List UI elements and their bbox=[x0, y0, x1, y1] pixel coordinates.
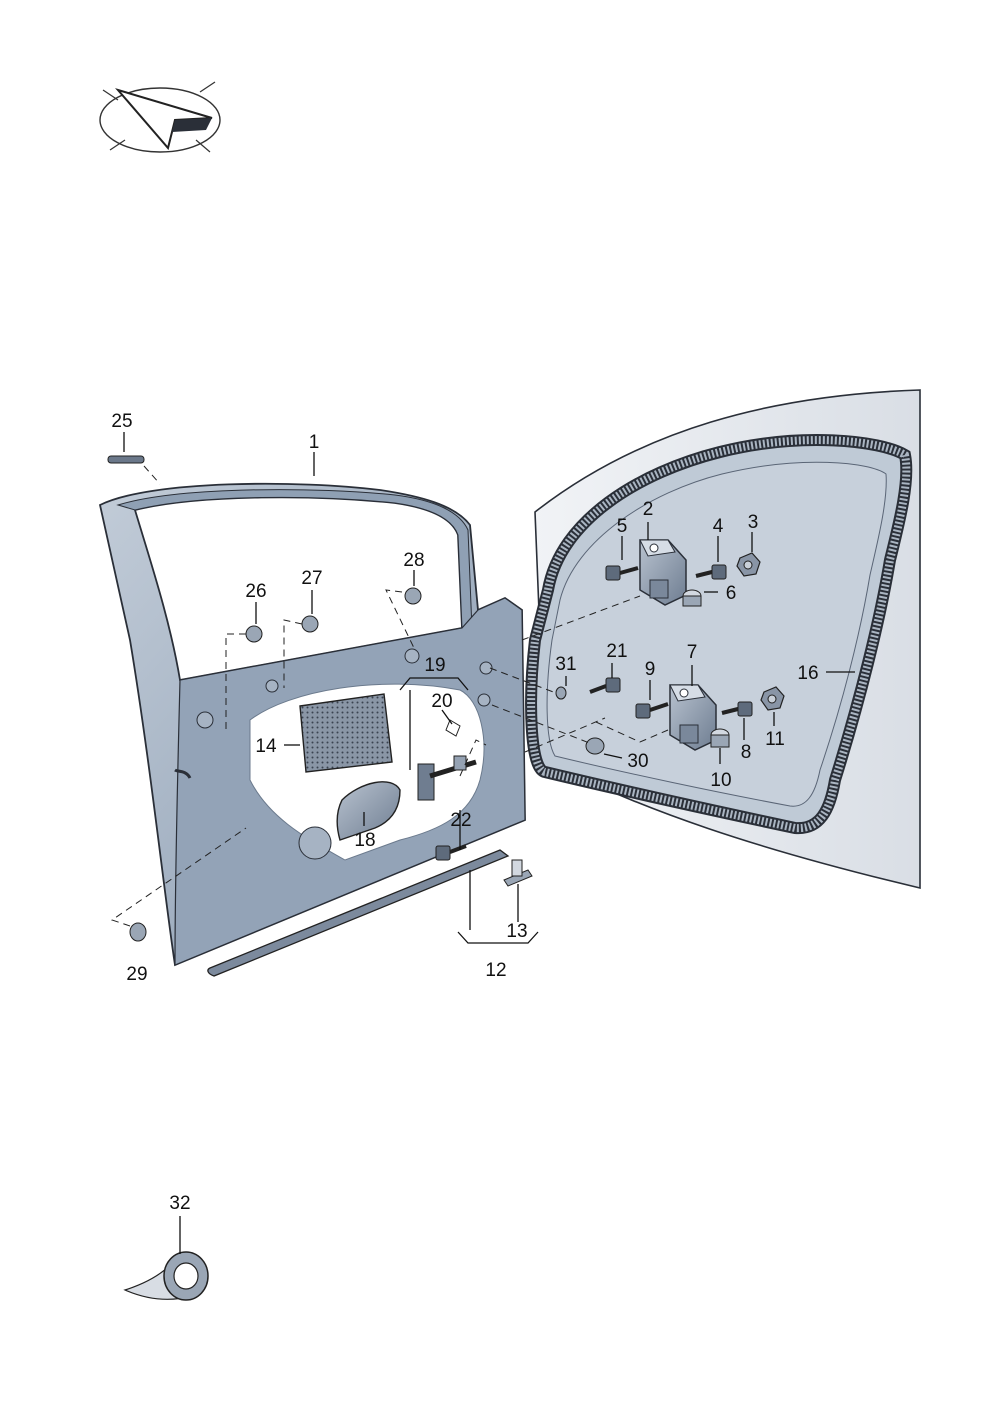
handle-housing bbox=[336, 781, 401, 841]
callout-11: 11 bbox=[765, 729, 785, 750]
callout-25: 25 bbox=[111, 411, 132, 432]
callout-10: 10 bbox=[710, 770, 731, 791]
lower-hinge bbox=[669, 684, 717, 751]
callout-5: 5 bbox=[617, 516, 628, 537]
callout-20: 20 bbox=[431, 691, 452, 712]
callout-32: 32 bbox=[169, 1193, 190, 1214]
bolt-4 bbox=[695, 564, 727, 580]
callout-6: 6 bbox=[726, 583, 737, 604]
upper-hinge bbox=[639, 539, 687, 606]
bushing-6 bbox=[682, 589, 702, 607]
callout-13: 13 bbox=[506, 921, 527, 942]
callout-8: 8 bbox=[741, 742, 752, 763]
tape-roll-icon bbox=[123, 1251, 209, 1301]
nut-11 bbox=[760, 686, 785, 711]
callout-28: 28 bbox=[403, 550, 424, 571]
callout-2: 2 bbox=[643, 499, 654, 520]
plug-31 bbox=[555, 686, 567, 700]
clip-13 bbox=[503, 859, 533, 887]
plug-25 bbox=[107, 455, 145, 464]
callout-7: 7 bbox=[687, 642, 698, 663]
callout-30: 30 bbox=[627, 751, 648, 772]
callout-22: 22 bbox=[450, 810, 471, 831]
callout-19: 19 bbox=[424, 655, 445, 676]
callout-21: 21 bbox=[606, 641, 627, 662]
plug-28 bbox=[404, 587, 422, 605]
callout-29: 29 bbox=[126, 964, 147, 985]
bushing-10 bbox=[710, 728, 730, 748]
callout-31: 31 bbox=[555, 654, 576, 675]
plug-27 bbox=[301, 615, 319, 633]
callout-4: 4 bbox=[713, 516, 724, 537]
bolt-5 bbox=[605, 565, 639, 581]
bolt-9 bbox=[635, 702, 669, 719]
bolt-22 bbox=[435, 844, 467, 861]
plug-26 bbox=[245, 625, 263, 643]
plug-29 bbox=[129, 922, 147, 942]
bolt-8 bbox=[721, 701, 753, 717]
callout-labels: 1 2 3 4 5 6 7 8 9 10 11 12 13 14 16 18 1… bbox=[111, 411, 818, 1214]
sill-trim-strip bbox=[207, 849, 510, 977]
callout-3: 3 bbox=[748, 512, 759, 533]
damping-mat bbox=[299, 693, 393, 773]
callout-27: 27 bbox=[301, 568, 322, 589]
callout-14: 14 bbox=[255, 736, 277, 757]
callout-18: 18 bbox=[354, 830, 375, 851]
plug-30 bbox=[585, 737, 605, 755]
callout-9: 9 bbox=[645, 659, 656, 680]
callout-1: 1 bbox=[309, 432, 320, 453]
nut-3 bbox=[736, 552, 761, 577]
door-check-strap bbox=[417, 719, 477, 801]
bolt-21 bbox=[589, 677, 621, 694]
callout-12: 12 bbox=[485, 960, 506, 981]
direction-arrow-icon bbox=[99, 81, 221, 153]
leader-lines bbox=[110, 432, 855, 1254]
callout-26: 26 bbox=[245, 581, 266, 602]
callout-16: 16 bbox=[797, 663, 818, 684]
car-body-door-opening bbox=[525, 389, 921, 890]
